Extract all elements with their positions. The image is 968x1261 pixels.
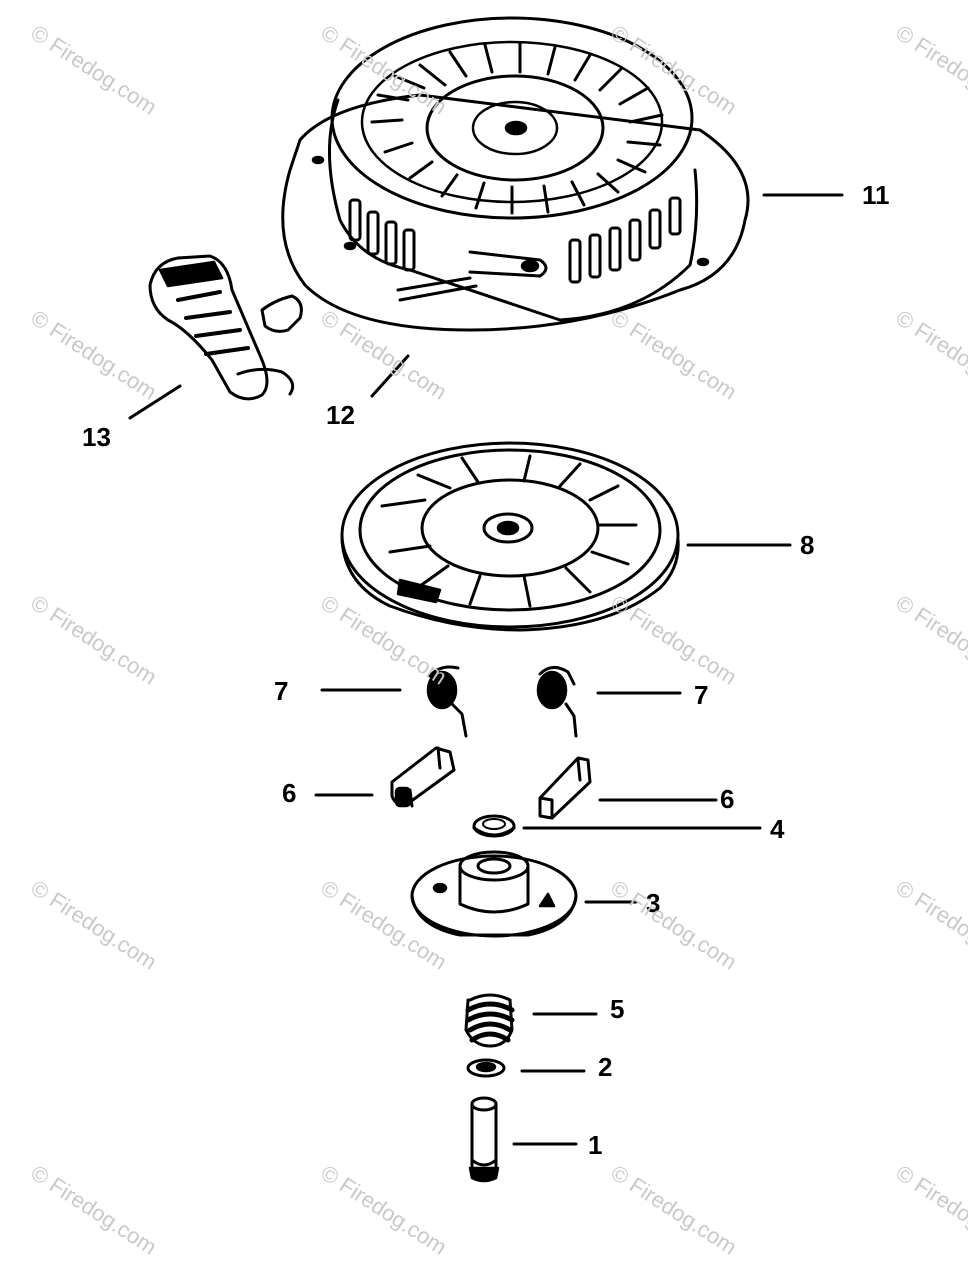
- small-washer-part: [466, 1058, 506, 1078]
- coil-spring-part: [464, 993, 515, 1048]
- starter-housing-part: [281, 16, 750, 332]
- pawl-right-part: [538, 756, 592, 820]
- part-label-8: 8: [800, 530, 814, 560]
- part-label-7-right: 7: [694, 680, 708, 710]
- retainer-part: [410, 850, 578, 938]
- spring-left-part: [426, 665, 468, 738]
- part-labels: 11 12 13 8 7 7 6 6 4 3 5 2 1: [82, 180, 890, 1160]
- leader-lines: [128, 193, 844, 1146]
- part-label-12: 12: [326, 400, 355, 430]
- part-label-13: 13: [82, 422, 111, 452]
- exploded-view-svg: 11 12 13 8 7 7 6 6 4 3 5 2 1: [82, 16, 890, 1183]
- pawl-left-part: [390, 746, 456, 808]
- part-label-4: 4: [770, 814, 785, 844]
- pin-part: [468, 1096, 500, 1183]
- part-label-2: 2: [598, 1052, 612, 1082]
- part-label-11: 11: [862, 180, 890, 210]
- parts-diagram: © Firedog.com © Firedog.com © Firedog.co…: [26, 16, 968, 1260]
- part-label-7-left: 7: [274, 676, 288, 706]
- pulley-part: [340, 441, 680, 632]
- part-label-1: 1: [588, 1130, 602, 1160]
- part-label-5: 5: [610, 994, 624, 1024]
- washer-part: [472, 814, 516, 838]
- spring-right-part: [536, 666, 578, 738]
- part-label-6-right: 6: [720, 784, 734, 814]
- part-label-6-left: 6: [282, 778, 296, 808]
- starter-handle-part: [148, 254, 303, 401]
- part-label-3: 3: [646, 888, 660, 918]
